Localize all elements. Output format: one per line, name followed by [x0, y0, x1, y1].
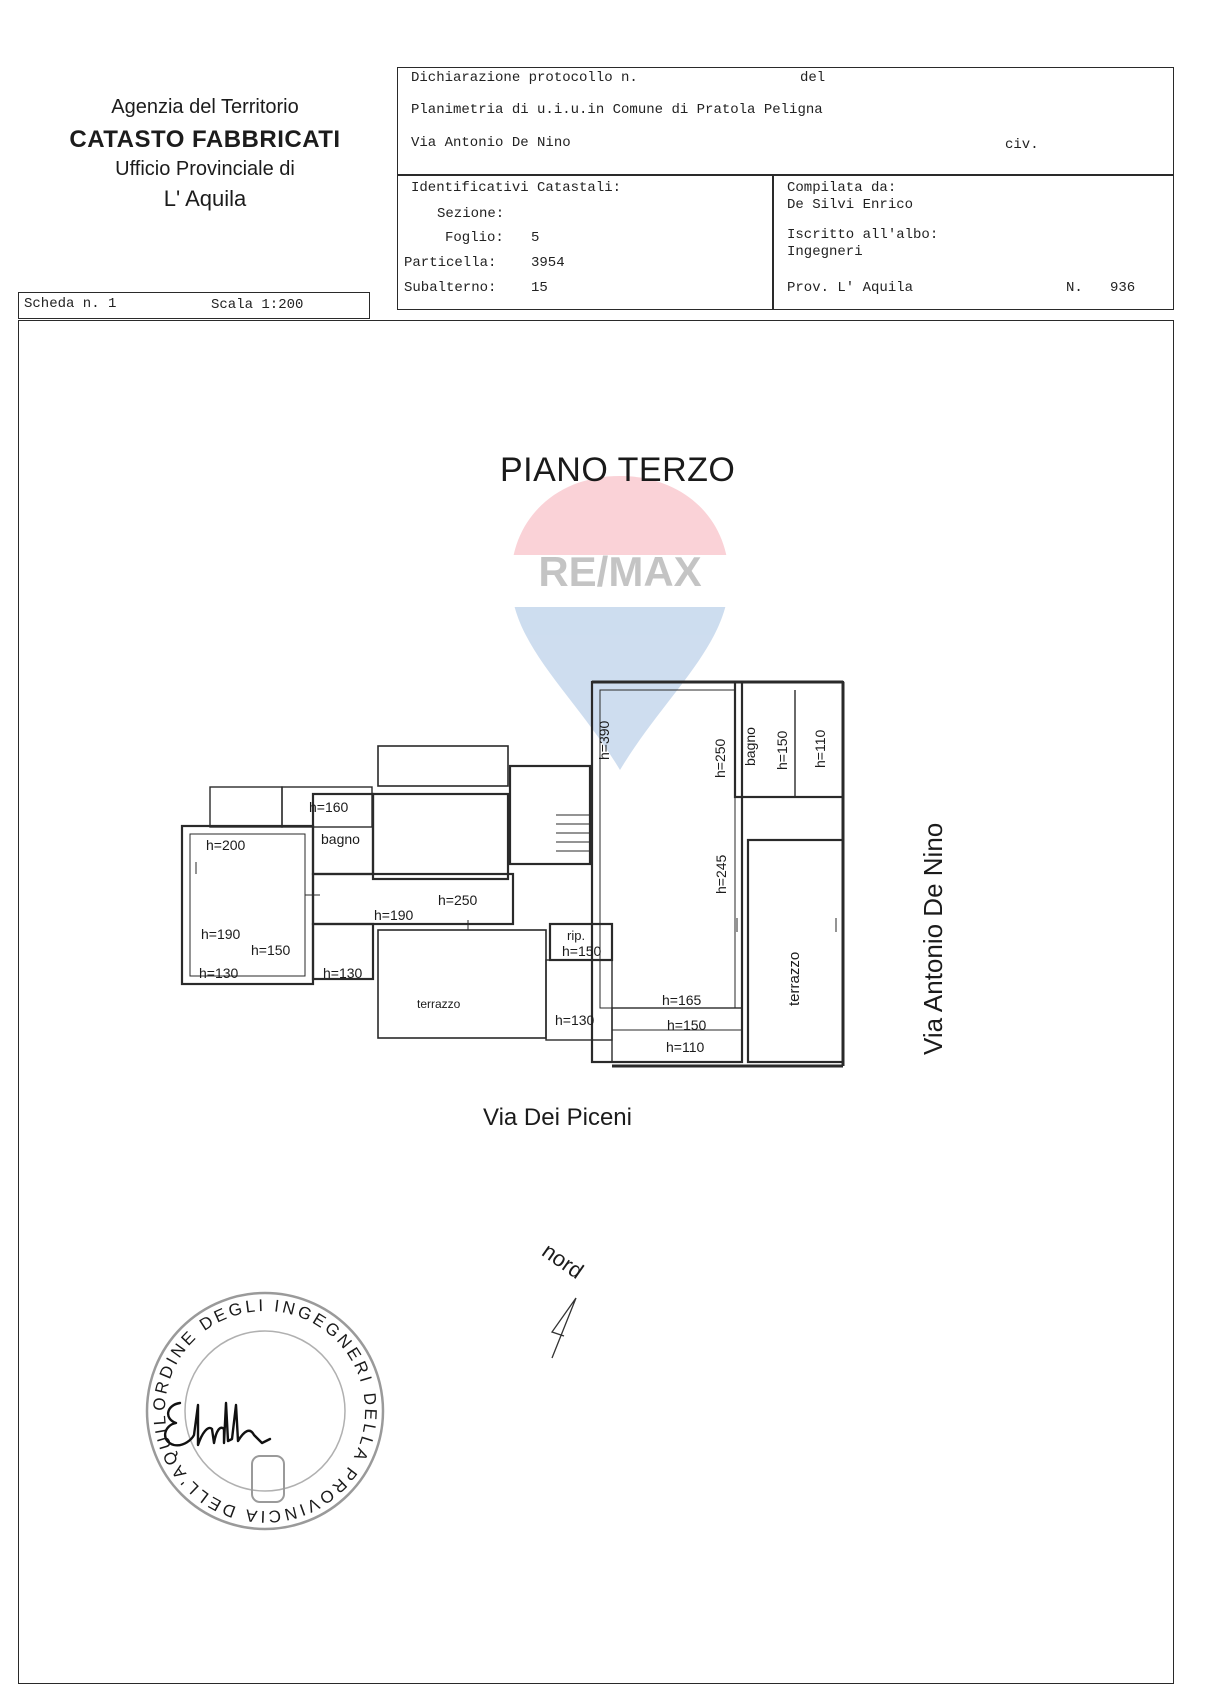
scheda-box — [18, 292, 370, 319]
particella-value: 3954 — [531, 255, 565, 271]
n-label: N. — [1066, 280, 1083, 296]
identificativi-title: Identificativi Catastali: — [411, 180, 622, 196]
agency-line3: Ufficio Provinciale di — [115, 158, 295, 180]
civ-label: civ. — [1005, 137, 1039, 153]
scheda-label: Scheda n. 1 — [24, 296, 117, 312]
dichiarazione-label: Dichiarazione protocollo n. — [411, 70, 638, 86]
scala-label: Scala 1:200 — [211, 297, 304, 313]
room-left-inner — [189, 833, 306, 977]
drawing-frame — [18, 320, 1174, 1684]
room-h130 — [545, 959, 613, 1041]
agency-line1: Agenzia del Territorio — [111, 96, 299, 118]
label-h150-rip: h=150 — [562, 943, 602, 959]
label-h130-b: h=130 — [323, 965, 363, 981]
albo-value: Ingegneri — [787, 244, 863, 260]
label-h150-a: h=150 — [251, 942, 291, 958]
foglio-value: 5 — [531, 230, 540, 246]
room-bottom-left — [311, 922, 375, 981]
label-rip: rip. — [567, 928, 586, 943]
street-right: Via Antonio De Nino — [918, 822, 948, 1055]
subalterno-value: 15 — [531, 280, 548, 296]
identificativi-box — [397, 174, 774, 310]
label-h165: h=165 — [662, 992, 702, 1008]
stamp-seal — [251, 1455, 285, 1503]
agency-line4: L' Aquila — [163, 186, 247, 211]
label-bagno-right: bagno — [742, 727, 758, 766]
label-h150-b: h=150 — [667, 1017, 707, 1033]
prov-label: Prov. L' Aquila — [787, 280, 914, 296]
header-box — [397, 67, 1174, 176]
north-arrow — [550, 1297, 577, 1359]
label-h245: h=245 — [713, 854, 729, 894]
label-h250-r: h=250 — [712, 738, 728, 778]
label-h160: h=160 — [309, 799, 349, 815]
agency-line2: CATASTO FABBRICATI — [69, 126, 341, 153]
remax-watermark-text: RE/MAX — [538, 548, 701, 595]
compilata-box — [772, 174, 1174, 310]
label-terrazzo-right: terrazzo — [786, 951, 803, 1006]
label-bagno-left: bagno — [321, 831, 360, 847]
room-bottom-right — [611, 1007, 743, 1063]
street-bottom: Via Dei Piceni — [483, 1104, 632, 1131]
planimetria-label: Planimetria di u.i.u.in Comune di Pratol… — [411, 102, 823, 118]
terrazzo-left-area — [377, 929, 547, 1039]
label-h150-r: h=150 — [774, 730, 790, 770]
balloon-white-band — [511, 555, 729, 607]
foglio-label: Foglio: — [445, 230, 504, 246]
label-h190-b: h=190 — [201, 926, 241, 942]
sezione-label: Sezione: — [437, 206, 505, 222]
block-top-center — [377, 745, 509, 787]
label-h190-a: h=190 — [374, 907, 414, 923]
label-h130-c: h=130 — [555, 1012, 595, 1028]
compilata-name: De Silvi Enrico — [787, 197, 914, 213]
room-left — [180, 824, 315, 986]
subalterno-label: Subalterno: — [404, 280, 497, 296]
plan-title: PIANO TERZO — [500, 451, 736, 489]
particella-label: Particella: — [404, 255, 497, 271]
via-label: Via Antonio De Nino — [411, 135, 571, 151]
remax-balloon-watermark: RE/MAX — [511, 476, 729, 770]
label-h130-a: h=130 — [199, 965, 239, 981]
iscritto-label: Iscritto all'albo: — [787, 227, 939, 243]
label-h390: h=390 — [596, 720, 612, 760]
label-h110-b: h=110 — [666, 1039, 705, 1055]
label-h250-mid: h=250 — [438, 892, 478, 908]
signature — [164, 1401, 272, 1447]
del-label: del — [800, 70, 826, 86]
compilata-label: Compilata da: — [787, 180, 897, 196]
label-terrazzo-left: terrazzo — [417, 997, 461, 1011]
room-corridor — [311, 872, 515, 926]
label-h110-r: h=110 — [812, 729, 828, 768]
n-value: 936 — [1110, 280, 1136, 296]
room-central — [371, 792, 510, 881]
engineer-stamp: ORDINE DEGLI INGEGNERI DELLA PROVINCIA D… — [140, 1286, 385, 1531]
label-h200: h=200 — [206, 837, 246, 853]
block-top-left — [209, 786, 283, 828]
